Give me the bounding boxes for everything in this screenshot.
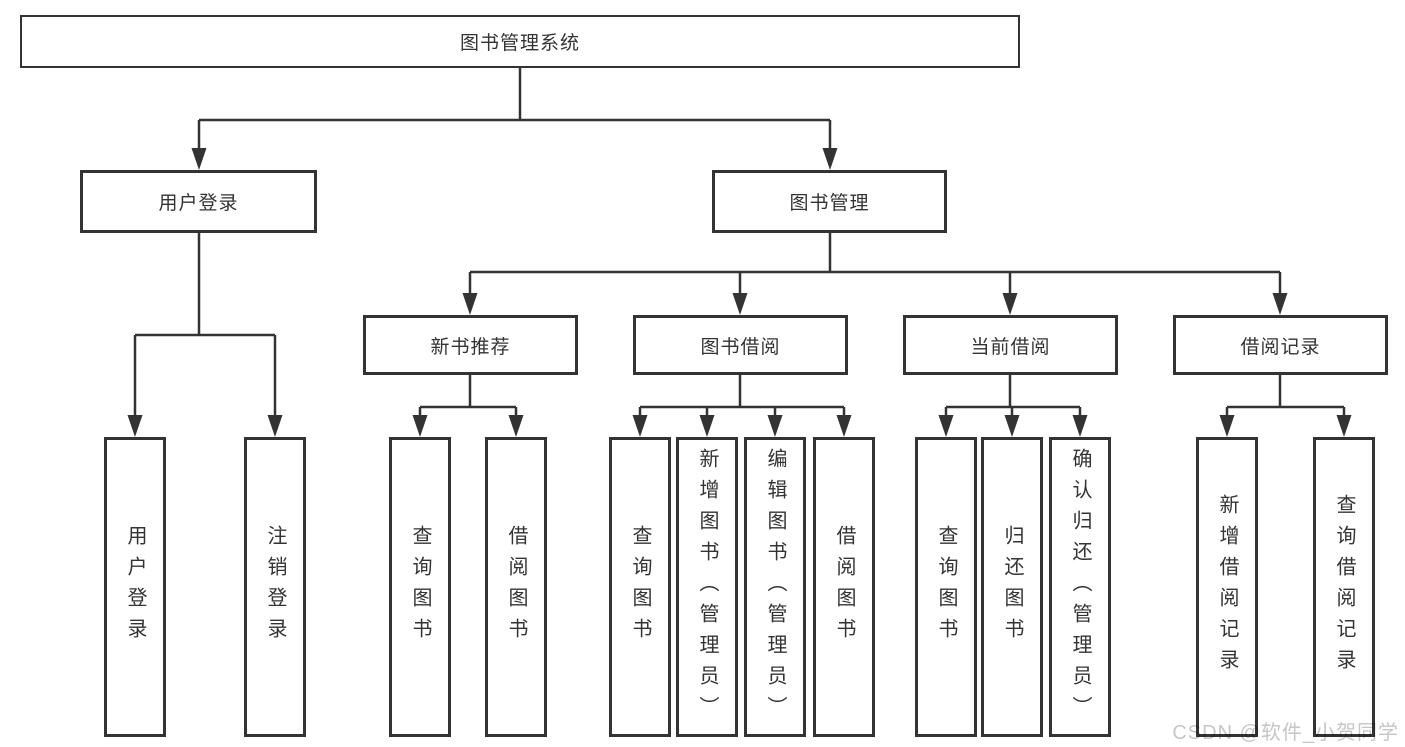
leaf-label: 查询借阅记录 bbox=[1333, 494, 1355, 680]
node-book-borrowing: 图书借阅 bbox=[633, 315, 848, 375]
leaf-label: 借阅图书 bbox=[505, 525, 527, 649]
leaf-add-borrow-record: 新增借阅记录 bbox=[1196, 437, 1258, 737]
node-book-management: 图书管理 bbox=[712, 170, 947, 233]
node-user-login: 用户登录 bbox=[80, 170, 317, 233]
leaf-label: 编辑图书（管理员） bbox=[764, 447, 786, 727]
leaf-label: 查询图书 bbox=[935, 525, 957, 649]
node-label: 当前借阅 bbox=[970, 336, 1051, 358]
leaf-borrow-books-borrowing: 借阅图书 bbox=[813, 437, 875, 737]
leaf-label: 借阅图书 bbox=[833, 525, 855, 649]
watermark: CSDN @软件_小贺同学 bbox=[1172, 722, 1399, 744]
leaf-logout: 注销登录 bbox=[244, 437, 306, 737]
leaf-label: 新增图书（管理员） bbox=[696, 447, 718, 727]
leaf-label: 确认归还（管理员） bbox=[1069, 447, 1091, 727]
node-label: 用户登录 bbox=[158, 193, 239, 214]
leaf-query-books-borrowing: 查询图书 bbox=[609, 437, 671, 737]
leaf-query-books-current: 查询图书 bbox=[915, 437, 977, 737]
node-label: 新书推荐 bbox=[430, 336, 511, 358]
leaf-label: 查询图书 bbox=[629, 525, 651, 649]
leaf-label: 归还图书 bbox=[1001, 525, 1023, 649]
arrowhead-icons bbox=[127, 148, 1352, 437]
leaf-label: 查询图书 bbox=[409, 525, 431, 649]
leaf-return-book: 归还图书 bbox=[981, 437, 1043, 737]
leaf-confirm-return-admin: 确认归还（管理员） bbox=[1049, 437, 1111, 737]
leaf-label: 用户登录 bbox=[124, 525, 146, 649]
leaf-label: 注销登录 bbox=[264, 525, 286, 649]
node-library-management-system: 图书管理系统 bbox=[20, 15, 1020, 68]
node-label: 借阅记录 bbox=[1240, 336, 1321, 358]
leaf-edit-book-admin: 编辑图书（管理员） bbox=[744, 437, 806, 737]
leaf-query-borrow-record: 查询借阅记录 bbox=[1313, 437, 1375, 737]
leaf-user-login: 用户登录 bbox=[104, 437, 166, 737]
node-new-book-recommend: 新书推荐 bbox=[363, 315, 578, 375]
leaf-add-book-admin: 新增图书（管理员） bbox=[676, 437, 738, 737]
node-label: 图书管理 bbox=[789, 193, 870, 214]
node-label: 图书借阅 bbox=[700, 336, 781, 358]
node-label: 图书管理系统 bbox=[459, 33, 580, 54]
leaf-query-books-recommend: 查询图书 bbox=[389, 437, 451, 737]
leaf-borrow-books-recommend: 借阅图书 bbox=[485, 437, 547, 737]
node-borrowing-records: 借阅记录 bbox=[1173, 315, 1388, 375]
leaf-label: 新增借阅记录 bbox=[1216, 494, 1238, 680]
node-current-borrowing: 当前借阅 bbox=[903, 315, 1118, 375]
